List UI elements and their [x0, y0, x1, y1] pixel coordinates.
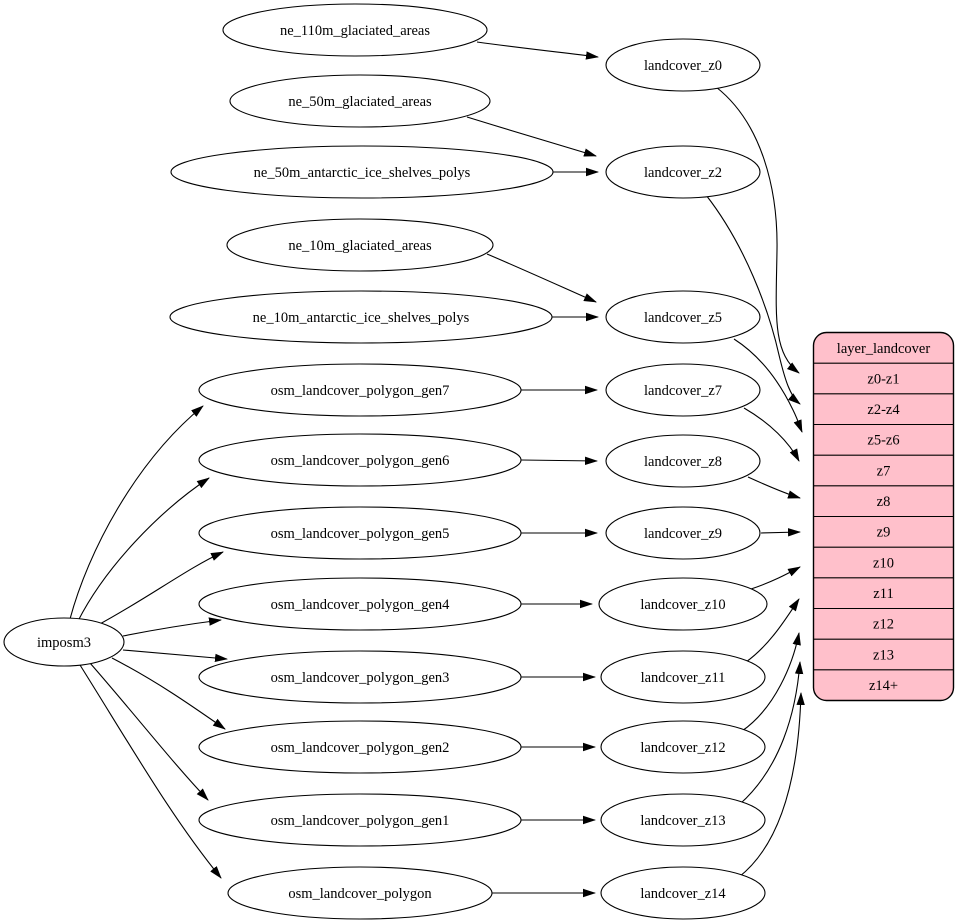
node-osm-landcover-polygon-gen7: osm_landcover_polygon_gen7 — [198, 363, 522, 417]
svg-text:landcover_z0: landcover_z0 — [644, 58, 722, 74]
table-row-z11: z11 — [873, 586, 893, 602]
edge-imposm3-to-gen1 — [89, 662, 209, 801]
table-row-z8: z8 — [877, 494, 891, 510]
edge-imposm3-to-gen3 — [122, 649, 228, 663]
edge-imposm3-to-gen6 — [77, 477, 210, 622]
svg-text:osm_landcover_polygon_gen1: osm_landcover_polygon_gen1 — [271, 813, 450, 829]
svg-text:osm_landcover_polygon_gen2: osm_landcover_polygon_gen2 — [271, 740, 450, 756]
node-osm-landcover-polygon-gen6: osm_landcover_polygon_gen6 — [198, 433, 522, 487]
table-row-z14plus: z14+ — [869, 678, 898, 694]
edge-imposm3-to-gen5 — [97, 551, 224, 626]
node-imposm3: imposm3 — [3, 617, 125, 667]
table-row-z2-z4: z2-z4 — [867, 402, 900, 418]
edge-z8-to-row-z8 — [747, 476, 801, 499]
node-osm-landcover-polygon-gen2: osm_landcover_polygon_gen2 — [198, 720, 522, 774]
node-landcover-z8: landcover_z8 — [605, 434, 761, 488]
node-landcover-z11: landcover_z11 — [600, 650, 766, 704]
layer-landcover-table: layer_landcover z0-z1 z2-z4 z5-z6 z7 z8 … — [812, 331, 955, 702]
node-osm-landcover-polygon-gen4: osm_landcover_polygon_gen4 — [198, 577, 522, 631]
svg-text:osm_landcover_polygon_gen5: osm_landcover_polygon_gen5 — [271, 526, 450, 542]
edge-z2-to-row-z2z4 — [705, 194, 801, 405]
node-landcover-z2: landcover_z2 — [605, 145, 761, 199]
svg-text:osm_landcover_polygon_gen3: osm_landcover_polygon_gen3 — [271, 670, 450, 686]
edge-imposm3-to-gen4 — [122, 617, 222, 637]
table-row-z5-z6: z5-z6 — [867, 433, 899, 449]
svg-text:osm_landcover_polygon_gen7: osm_landcover_polygon_gen7 — [271, 383, 450, 399]
edges — [69, 41, 805, 898]
node-ne-50m-antarctic-ice-shelves-polys: ne_50m_antarctic_ice_shelves_polys — [170, 145, 554, 199]
edge-z11-to-row-z11 — [745, 598, 800, 663]
edge-z13-to-row-z13 — [739, 661, 804, 805]
edge-imposm3-to-gen7 — [69, 405, 204, 620]
table-row-z12: z12 — [873, 617, 894, 633]
table-row-z9: z9 — [877, 525, 891, 541]
table-row-z0-z1: z0-z1 — [867, 372, 899, 388]
svg-text:osm_landcover_polygon_gen4: osm_landcover_polygon_gen4 — [271, 597, 451, 613]
edge-z10-to-row-z10 — [750, 566, 801, 590]
node-osm-landcover-polygon-gen1: osm_landcover_polygon_gen1 — [198, 793, 522, 847]
svg-text:ne_50m_glaciated_areas: ne_50m_glaciated_areas — [288, 94, 432, 110]
svg-text:ne_110m_glaciated_areas: ne_110m_glaciated_areas — [280, 23, 430, 39]
node-landcover-z14: landcover_z14 — [600, 866, 766, 920]
node-landcover-z7: landcover_z7 — [605, 363, 761, 417]
svg-text:landcover_z14: landcover_z14 — [640, 886, 726, 902]
edge-z0-to-row-z0z1 — [715, 86, 800, 374]
svg-text:landcover_z2: landcover_z2 — [644, 165, 722, 181]
table-row-z13: z13 — [873, 648, 894, 664]
svg-text:landcover_z8: landcover_z8 — [644, 454, 722, 470]
svg-text:landcover_z10: landcover_z10 — [640, 597, 725, 613]
edge-z14-to-row-z14 — [738, 692, 805, 878]
edge-gen6-to-z8 — [520, 456, 598, 466]
edge-z7-to-row-z7 — [743, 407, 800, 462]
svg-text:landcover_z5: landcover_z5 — [644, 310, 722, 326]
svg-text:osm_landcover_polygon: osm_landcover_polygon — [288, 886, 432, 902]
node-landcover-z10: landcover_z10 — [598, 577, 768, 631]
svg-text:osm_landcover_polygon_gen6: osm_landcover_polygon_gen6 — [271, 453, 450, 469]
svg-text:landcover_z11: landcover_z11 — [641, 670, 726, 686]
table-title: layer_landcover — [837, 341, 931, 357]
svg-text:ne_50m_antarctic_ice_shelves_p: ne_50m_antarctic_ice_shelves_polys — [254, 165, 471, 181]
svg-text:landcover_z12: landcover_z12 — [640, 740, 725, 756]
node-landcover-z9: landcover_z9 — [605, 506, 761, 560]
node-landcover-z12: landcover_z12 — [600, 720, 766, 774]
svg-text:landcover_z7: landcover_z7 — [644, 383, 722, 399]
edge-ne110m-to-z0 — [476, 41, 599, 60]
edge-z12-to-row-z12 — [741, 632, 801, 732]
table-row-z10: z10 — [873, 556, 894, 572]
svg-text:ne_10m_antarctic_ice_shelves_p: ne_10m_antarctic_ice_shelves_polys — [253, 310, 470, 326]
edge-z5-to-row-z5z6 — [733, 338, 803, 433]
node-osm-landcover-polygon-gen3: osm_landcover_polygon_gen3 — [198, 650, 522, 704]
table-row-z7: z7 — [877, 464, 891, 480]
svg-text:imposm3: imposm3 — [37, 635, 91, 651]
node-ne-10m-glaciated-areas: ne_10m_glaciated_areas — [226, 218, 494, 272]
svg-text:landcover_z13: landcover_z13 — [640, 813, 725, 829]
node-landcover-z0: landcover_z0 — [605, 38, 761, 92]
node-landcover-z5: landcover_z5 — [605, 290, 761, 344]
edge-imposm3-to-poly — [79, 664, 222, 879]
node-ne-50m-glaciated-areas: ne_50m_glaciated_areas — [229, 74, 491, 128]
edge-z9-to-row-z9 — [760, 528, 801, 537]
node-ne-110m-glaciated-areas: ne_110m_glaciated_areas — [222, 3, 488, 57]
node-osm-landcover-polygon-gen5: osm_landcover_polygon_gen5 — [198, 506, 522, 560]
node-osm-landcover-polygon: osm_landcover_polygon — [227, 866, 493, 920]
node-ne-10m-antarctic-ice-shelves-polys: ne_10m_antarctic_ice_shelves_polys — [169, 290, 553, 344]
edge-imposm3-to-gen2 — [111, 657, 226, 730]
edge-ne50m-glac-to-z2 — [466, 116, 597, 157]
svg-text:ne_10m_glaciated_areas: ne_10m_glaciated_areas — [288, 238, 432, 254]
node-landcover-z13: landcover_z13 — [600, 793, 766, 847]
edge-ne10m-glac-to-z5 — [486, 253, 597, 303]
svg-text:landcover_z9: landcover_z9 — [644, 526, 722, 542]
